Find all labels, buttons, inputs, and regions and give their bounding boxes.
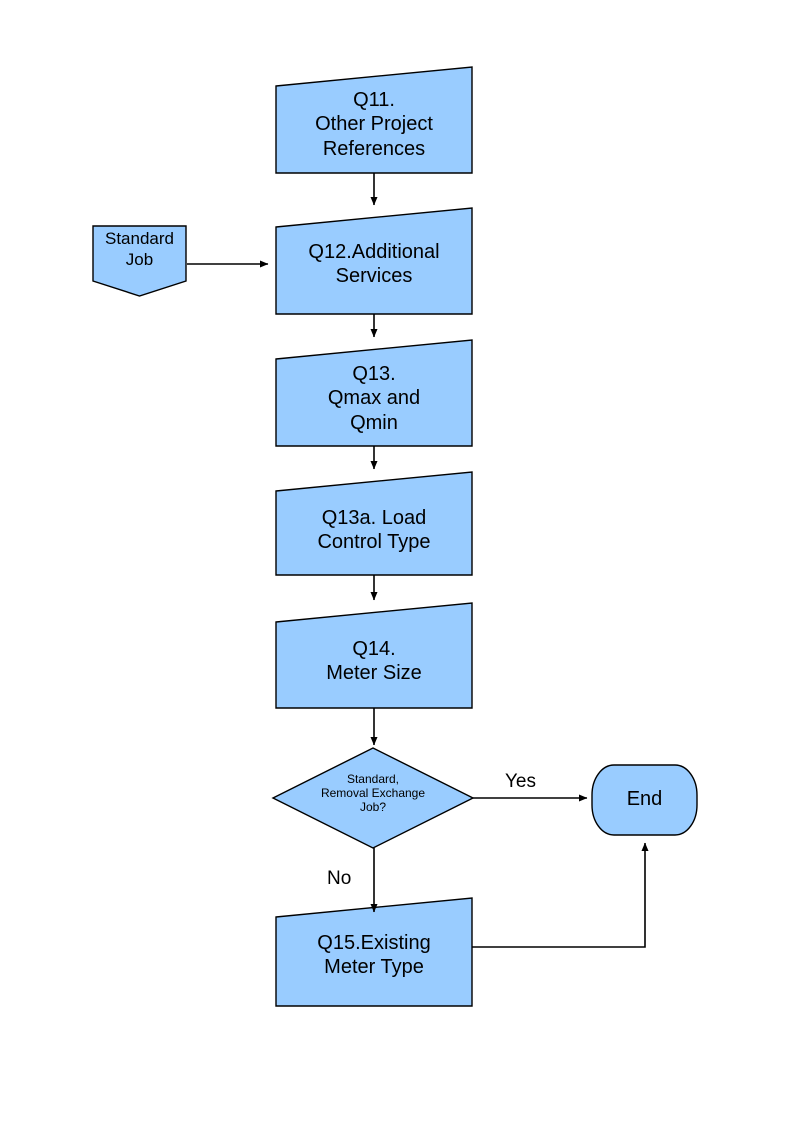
node-q14[interactable] <box>275 602 473 709</box>
node-q12[interactable] <box>275 207 473 315</box>
node-end[interactable] <box>591 764 698 836</box>
node-q13a[interactable] <box>275 471 473 576</box>
edge-label-yes: Yes <box>505 771 536 792</box>
node-q11[interactable] <box>275 66 473 174</box>
node-q15[interactable] <box>275 897 473 1007</box>
node-standard-job[interactable] <box>92 225 187 297</box>
edge-label-no: No <box>327 868 352 889</box>
node-decision[interactable] <box>271 747 475 849</box>
node-q13[interactable] <box>275 339 473 447</box>
edge-q15-to-end <box>472 842 649 948</box>
